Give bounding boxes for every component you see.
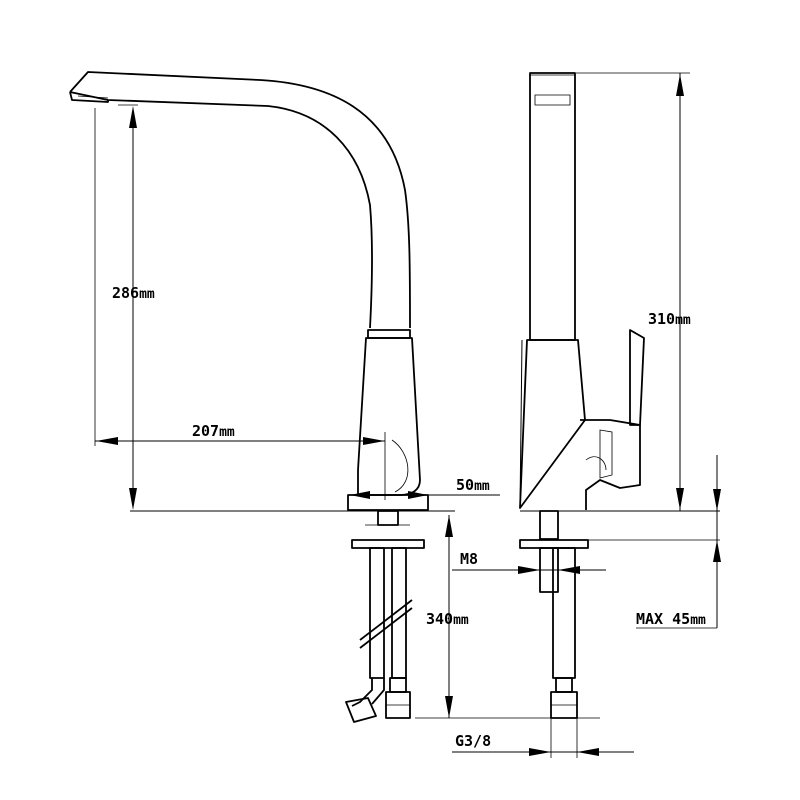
total-height-label: 310mm: [648, 310, 691, 328]
dim-spout-height: 286mm: [112, 104, 155, 510]
side-view: 310mm MAX 45mm M8 G3/8: [452, 72, 721, 758]
reach-label: 207mm: [192, 422, 235, 440]
mount-plate-front: [351, 539, 425, 549]
hose-length-label: 340mm: [426, 610, 469, 628]
max-counter-label: MAX 45mm: [636, 610, 706, 628]
dim-hose-length: 340mm: [415, 515, 600, 719]
hoses-front: [345, 547, 413, 723]
dim-total-height: 310mm: [576, 72, 691, 511]
thread-rod-label: M8: [460, 550, 478, 568]
side-spout: [519, 72, 586, 509]
side-handle: [580, 329, 645, 510]
spout: [69, 71, 411, 329]
dim-max-counter: MAX 45mm: [636, 455, 721, 629]
faucet-body: [347, 329, 429, 511]
dim-base: 50mm: [350, 476, 500, 499]
mount-plate-side: [519, 539, 589, 549]
dim-hose-connection: G3/8: [452, 718, 634, 758]
base-diameter-label: 50mm: [456, 476, 490, 494]
dim-reach: 207mm: [94, 108, 386, 500]
hose-connection-label: G3/8: [455, 732, 491, 750]
hose-side: [552, 547, 576, 679]
dim-thread-rod: M8: [452, 550, 606, 574]
shank-front: [377, 510, 399, 526]
front-view: 286mm 207mm 50mm 340mm: [69, 71, 600, 723]
spout-height-label: 286mm: [112, 284, 155, 302]
shank-side: [539, 510, 559, 540]
